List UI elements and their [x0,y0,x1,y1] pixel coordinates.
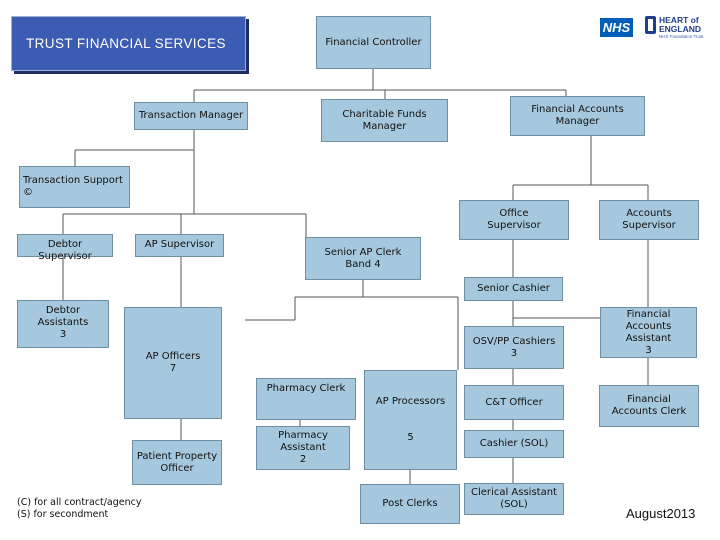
trust-logo-line1: HEART of [659,15,699,25]
chart-date: August2013 [626,506,696,521]
nhs-logo-text: NHS [602,20,631,35]
node-pharmacy-clerk: Pharmacy Clerk [256,378,356,420]
node-financial-controller: Financial Controller [316,16,431,69]
footnote: (C) for all contract/agency (S) for seco… [17,497,142,520]
page-title: TRUST FINANCIAL SERVICES [11,16,246,71]
trust-logo: HEART of ENGLAND NHS Foundation Trust [645,14,715,42]
trust-logo-mark-icon [645,16,656,34]
node-ap-officers: AP Officers 7 [124,307,222,419]
node-financial-accounts-clerk: Financial Accounts Clerk [599,385,699,427]
node-cashier-sol: Cashier (SOL) [464,430,564,458]
node-transaction-manager: Transaction Manager [134,102,248,130]
node-debtor-assistants: Debtor Assistants 3 [17,300,109,348]
node-ap-supervisor: AP Supervisor [135,234,224,257]
node-clerical-assistant-sol: Clerical Assistant (SOL) [464,483,564,515]
trust-logo-line3: NHS Foundation Trust [659,34,704,39]
node-ct-officer: C&T Officer [464,385,564,420]
nhs-logo: NHS [600,18,633,37]
node-office-supervisor: Office Supervisor [459,200,569,240]
node-post-clerks: Post Clerks [360,484,460,524]
trust-logo-line2: ENGLAND [659,24,702,34]
node-debtor-supervisor: Debtor Supervisor [17,234,113,262]
node-ap-processors: AP Processors 5 [364,370,457,470]
node-patient-property-officer: Patient Property Officer [132,440,222,485]
node-accounts-supervisor: Accounts Supervisor [599,200,699,240]
node-charitable-funds-manager: Charitable Funds Manager [321,99,448,142]
node-pharmacy-assistant: Pharmacy Assistant 2 [256,426,350,470]
node-senior-cashier: Senior Cashier [464,277,563,301]
page-title-text: TRUST FINANCIAL SERVICES [26,36,226,51]
node-financial-accounts-assistant: Financial Accounts Assistant 3 [600,307,697,358]
node-transaction-support: Transaction Support © [19,166,130,208]
node-osv-pp-cashiers: OSV/PP Cashiers 3 [464,326,564,369]
node-financial-accounts-manager: Financial Accounts Manager [510,96,645,136]
node-senior-ap-clerk: Senior AP Clerk Band 4 [305,237,421,280]
